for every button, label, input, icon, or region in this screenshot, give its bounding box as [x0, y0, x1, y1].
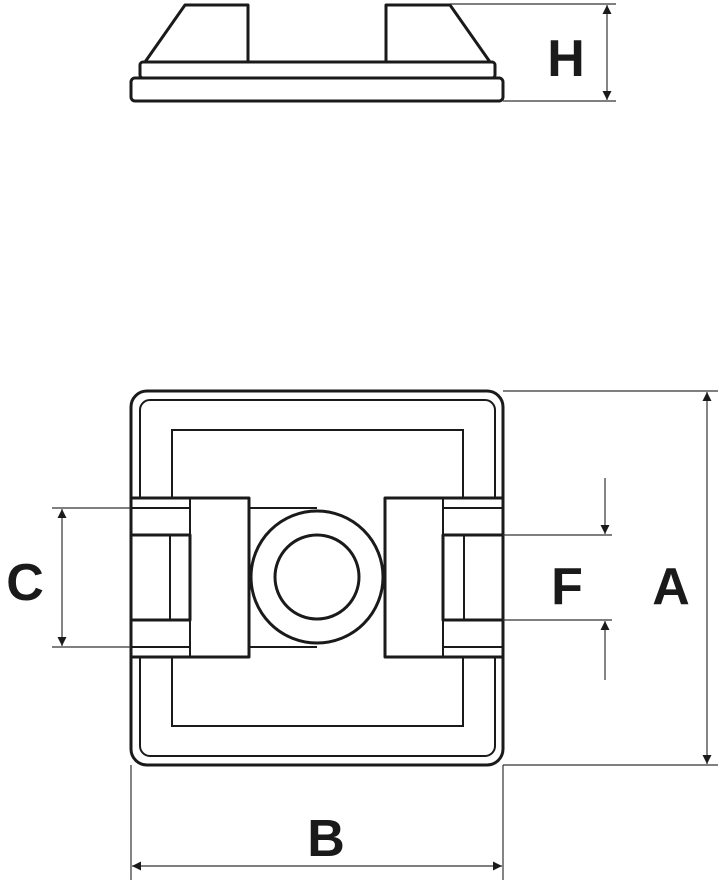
label-b: B [307, 810, 345, 868]
dimension-b: B [130, 765, 504, 880]
dimension-h: H [450, 3, 616, 102]
dimension-a: A [503, 390, 718, 766]
upper-plate [138, 60, 497, 80]
label-a: A [652, 558, 690, 616]
screw-hole [273, 533, 361, 621]
top-view [129, 389, 505, 767]
dimension-c: C [6, 507, 131, 648]
label-c: C [6, 554, 44, 612]
right-clip-profile [384, 3, 492, 64]
label-h: H [547, 30, 585, 88]
side-view [129, 3, 505, 103]
left-clip [129, 496, 251, 659]
dimension-f: F [503, 478, 612, 680]
right-clip [383, 496, 505, 659]
base-plate [129, 76, 505, 103]
left-clip-profile [143, 3, 250, 64]
label-f: F [551, 558, 583, 616]
